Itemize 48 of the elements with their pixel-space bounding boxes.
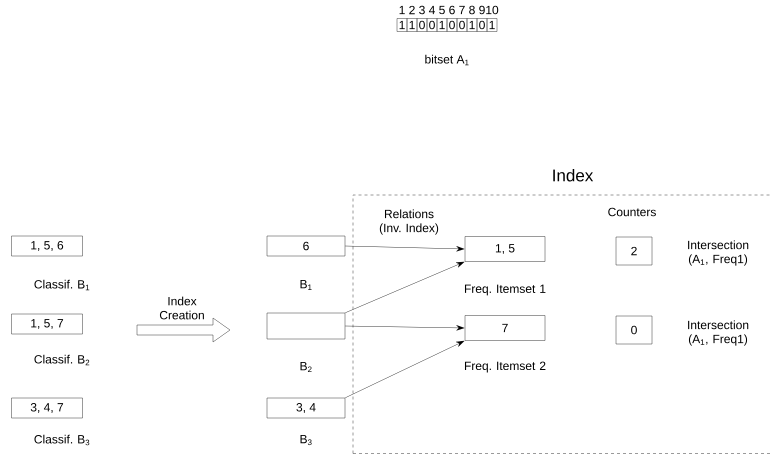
value-box: 1, 5 [464,236,546,262]
value-box: 2 [616,236,652,266]
bit-cell: 0 [446,18,458,32]
arrow [345,246,464,252]
arrow [345,340,464,398]
bit-cell: 0 [426,18,438,32]
bit-cell: 1 [466,18,478,32]
bit-index: 3 [419,6,425,14]
bit-index: 10 [486,6,498,14]
bit-index: 5 [439,6,445,14]
bit-cell: 0 [456,18,468,32]
value-box: 3, 4, 7 [11,398,83,418]
node-caption: Intersection (A$_{1}$, Freq1) [688,240,748,266]
node-caption: Classif. B$_{3}$ [34,434,90,446]
value-box: 7 [464,315,546,341]
node-caption: Classif. B$_{2}$ [34,354,90,366]
value-box: 6 [266,236,346,256]
caption: Index Creation [160,296,204,320]
node-caption: B$_{3}$ [300,434,312,446]
caption: Counters [608,208,656,216]
bit-index: 4 [428,6,435,14]
bit-index: 9 [479,6,485,14]
bit-cell: 1 [486,18,498,32]
node-caption: B$_{1}$ [300,280,312,290]
node-caption: Freq. Itemset 1 [464,284,546,296]
node-caption: Classif. B$_{1}$ [34,280,90,290]
empty-box [266,312,346,340]
bit-index: 2 [409,6,415,14]
value-box: 1, 5, 6 [11,236,83,256]
node-caption: B$_{2}$ [300,362,312,372]
bit-index: 6 [449,6,455,14]
caption: bitset A$_{1}$ [425,54,469,66]
value-box: 1, 5, 7 [11,314,83,334]
bit-index: 8 [469,6,475,14]
value-box: 0 [616,316,652,344]
bit-cell: 1 [396,18,408,32]
value-box: 3, 4 [266,398,346,418]
bit-index: 7 [459,6,465,14]
node-caption: Freq. Itemset 2 [464,362,546,372]
bit-index: 1 [400,6,405,14]
arrow [345,262,464,313]
arrow [345,325,464,331]
bit-cell: 1 [436,18,448,32]
bit-cell: 1 [406,18,418,32]
node-caption: Intersection (A$_{1}$, Freq1) [688,320,748,346]
caption: Relations (Inv. Index) [380,209,438,235]
bit-cell: 0 [416,18,428,32]
bit-cell: 0 [476,18,488,32]
